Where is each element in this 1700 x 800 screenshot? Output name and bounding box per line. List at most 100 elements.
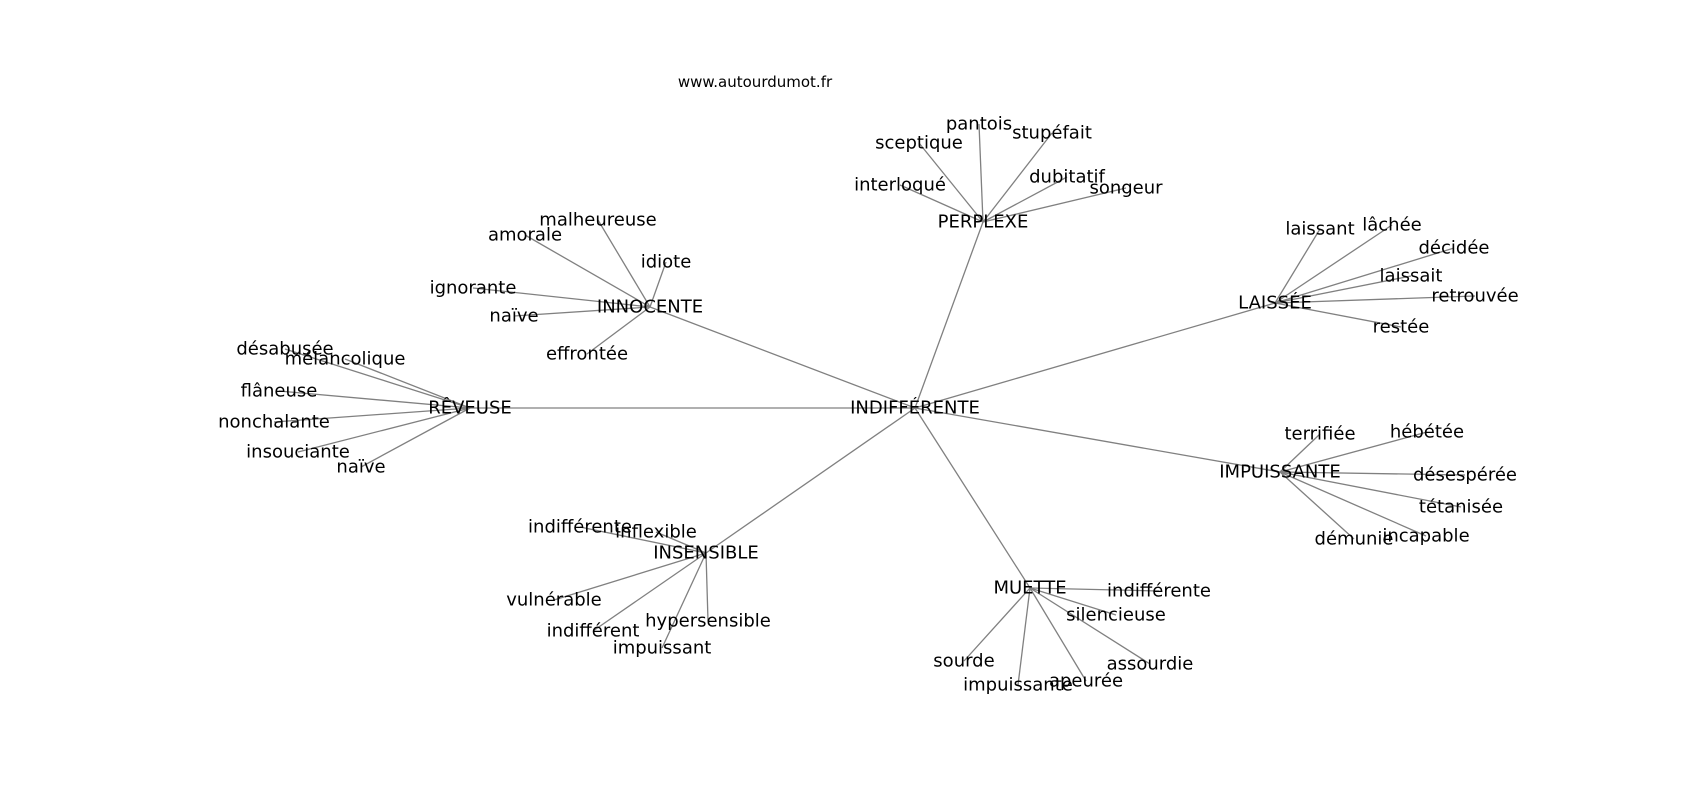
word-node-silencieuse[interactable]: silencieuse bbox=[1066, 605, 1166, 626]
word-node-indifferente[interactable]: indifférente bbox=[528, 517, 632, 538]
word-node-effrontee[interactable]: effrontée bbox=[546, 344, 628, 365]
edge-muette-indifferente bbox=[1029, 587, 1160, 592]
edge-laissee-laissant bbox=[1274, 228, 1321, 304]
cluster-node-perplexe[interactable]: PERPLEXE bbox=[938, 212, 1029, 233]
word-node-naive[interactable]: naïve bbox=[336, 457, 385, 478]
edge-insensible-inflexible bbox=[655, 531, 707, 554]
word-node-sceptique[interactable]: sceptique bbox=[875, 133, 963, 154]
edge-reveuse-insouciante bbox=[297, 407, 471, 453]
word-node-demunie[interactable]: démunie bbox=[1315, 529, 1394, 550]
word-node-laissant[interactable]: laissant bbox=[1285, 219, 1354, 240]
word-node-apeuree[interactable]: apeurée bbox=[1049, 671, 1123, 692]
edge-impuissante-hebetee bbox=[1279, 431, 1428, 473]
word-node-decidee[interactable]: décidée bbox=[1419, 238, 1490, 259]
edge-insensible-indifferente bbox=[579, 526, 707, 554]
word-node-dubitatif[interactable]: dubitatif bbox=[1029, 167, 1105, 188]
word-node-nonchalante[interactable]: nonchalante bbox=[218, 412, 330, 433]
word-node-impuissant[interactable]: impuissant bbox=[613, 638, 712, 659]
edge-muette-apeuree bbox=[1029, 587, 1087, 682]
word-node-desesperee[interactable]: désespérée bbox=[1413, 465, 1517, 486]
edge-center-insensible bbox=[705, 407, 916, 554]
word-node-incapable[interactable]: incapable bbox=[1382, 526, 1469, 547]
edge-reveuse-nonchalante bbox=[273, 407, 471, 423]
word-node-interloque[interactable]: interloqué bbox=[854, 175, 946, 196]
word-node-idiote[interactable]: idiote bbox=[641, 252, 692, 273]
cluster-node-impuissante[interactable]: IMPUISSANTE bbox=[1219, 462, 1341, 483]
edge-center-perplexe bbox=[914, 221, 984, 409]
edge-impuissante-terrifiee bbox=[1279, 433, 1321, 473]
edge-center-impuissante bbox=[914, 407, 1281, 473]
cluster-node-laissee[interactable]: LAISSÉE bbox=[1238, 292, 1312, 314]
edge-insensible-hypersensible bbox=[705, 552, 709, 622]
word-node-laissait[interactable]: laissait bbox=[1380, 266, 1443, 287]
edge-laissee-laissait bbox=[1274, 275, 1412, 304]
word-node-ignorante[interactable]: ignorante bbox=[430, 278, 517, 299]
edge-innocente-ignorante bbox=[472, 287, 651, 308]
word-node-lachee[interactable]: lâchée bbox=[1362, 215, 1421, 236]
word-node-hypersensible[interactable]: hypersensible bbox=[645, 611, 771, 632]
word-node-vulnerable[interactable]: vulnérable bbox=[506, 590, 601, 611]
edge-reveuse-desabusee bbox=[284, 348, 471, 409]
edge-innocente-idiote bbox=[649, 261, 667, 308]
edge-reveuse-naive bbox=[360, 407, 471, 468]
word-node-desabusee[interactable]: désabusée bbox=[236, 339, 333, 360]
word-node-terrifiee[interactable]: terrifiée bbox=[1284, 424, 1355, 445]
edge-perplexe-dubitatif bbox=[982, 176, 1068, 223]
edge-insensible-indifferent bbox=[592, 552, 707, 632]
edge-perplexe-pantois bbox=[978, 123, 984, 223]
edge-perplexe-songeur bbox=[982, 187, 1127, 223]
edge-muette-silencieuse bbox=[1029, 587, 1117, 616]
edge-center-muette bbox=[914, 407, 1031, 589]
word-node-songeur[interactable]: songeur bbox=[1089, 178, 1163, 199]
edge-perplexe-sceptique bbox=[918, 142, 984, 223]
edge-laissee-retrouvee bbox=[1274, 295, 1476, 304]
word-node-inflexible[interactable]: inflexible bbox=[615, 522, 697, 543]
word-node-indifferente[interactable]: indifférente bbox=[1107, 581, 1211, 602]
word-node-retrouvee[interactable]: retrouvée bbox=[1431, 286, 1518, 307]
word-node-indifferent[interactable]: indifférent bbox=[547, 621, 640, 642]
cluster-node-reveuse[interactable]: RÊVEUSE bbox=[428, 397, 512, 419]
word-node-flaneuse[interactable]: flâneuse bbox=[241, 381, 318, 402]
edge-laissee-lachee bbox=[1274, 224, 1393, 304]
edge-innocente-effrontee bbox=[586, 306, 651, 355]
edge-reveuse-melancolique bbox=[344, 358, 471, 409]
edge-laissee-restee bbox=[1274, 302, 1402, 328]
edge-laissee-decidee bbox=[1274, 247, 1455, 304]
word-node-stupefait[interactable]: stupéfait bbox=[1012, 123, 1092, 144]
edge-perplexe-interloque bbox=[899, 184, 984, 223]
word-node-naive[interactable]: naïve bbox=[489, 306, 538, 327]
word-node-tetanisee[interactable]: tétanisée bbox=[1419, 497, 1503, 518]
word-node-amorale[interactable]: amorale bbox=[488, 225, 562, 246]
edge-innocente-naive bbox=[513, 306, 651, 317]
site-watermark: www.autourdumot.fr bbox=[678, 73, 833, 91]
edge-perplexe-stupefait bbox=[982, 132, 1053, 223]
edge-impuissante-demunie bbox=[1279, 471, 1355, 540]
word-node-assourdie[interactable]: assourdie bbox=[1107, 654, 1194, 675]
word-node-melancolique[interactable]: mélancolique bbox=[285, 349, 406, 370]
edge-muette-sourde bbox=[963, 587, 1031, 662]
word-node-sourde[interactable]: sourde bbox=[933, 651, 994, 672]
edge-muette-assourdie bbox=[1029, 587, 1151, 665]
edge-insensible-impuissant bbox=[661, 552, 707, 649]
edge-impuissante-desesperee bbox=[1279, 471, 1466, 476]
edge-innocente-malheureuse bbox=[597, 219, 651, 308]
edge-center-innocente bbox=[649, 306, 916, 409]
word-node-pantois[interactable]: pantois bbox=[946, 114, 1012, 135]
cluster-node-muette[interactable]: MUETTE bbox=[993, 578, 1066, 599]
word-node-malheureuse[interactable]: malheureuse bbox=[539, 210, 656, 231]
cluster-node-insensible[interactable]: INSENSIBLE bbox=[653, 543, 759, 564]
word-node-impuissante[interactable]: impuissante bbox=[963, 675, 1073, 696]
word-node-hebetee[interactable]: hébétée bbox=[1390, 422, 1464, 443]
edge-innocente-amorale bbox=[524, 234, 651, 308]
edge-reveuse-flaneuse bbox=[278, 390, 471, 409]
edge-insensible-vulnerable bbox=[553, 552, 707, 601]
word-node-restee[interactable]: restée bbox=[1373, 317, 1430, 338]
edge-impuissante-tetanisee bbox=[1279, 471, 1462, 508]
word-node-insouciante[interactable]: insouciante bbox=[246, 442, 350, 463]
edge-center-laissee bbox=[914, 302, 1276, 409]
edge-muette-impuissante bbox=[1017, 587, 1031, 686]
cluster-node-innocente[interactable]: INNOCENTE bbox=[597, 297, 703, 318]
center-node[interactable]: INDIFFÉRENTE bbox=[850, 397, 980, 419]
